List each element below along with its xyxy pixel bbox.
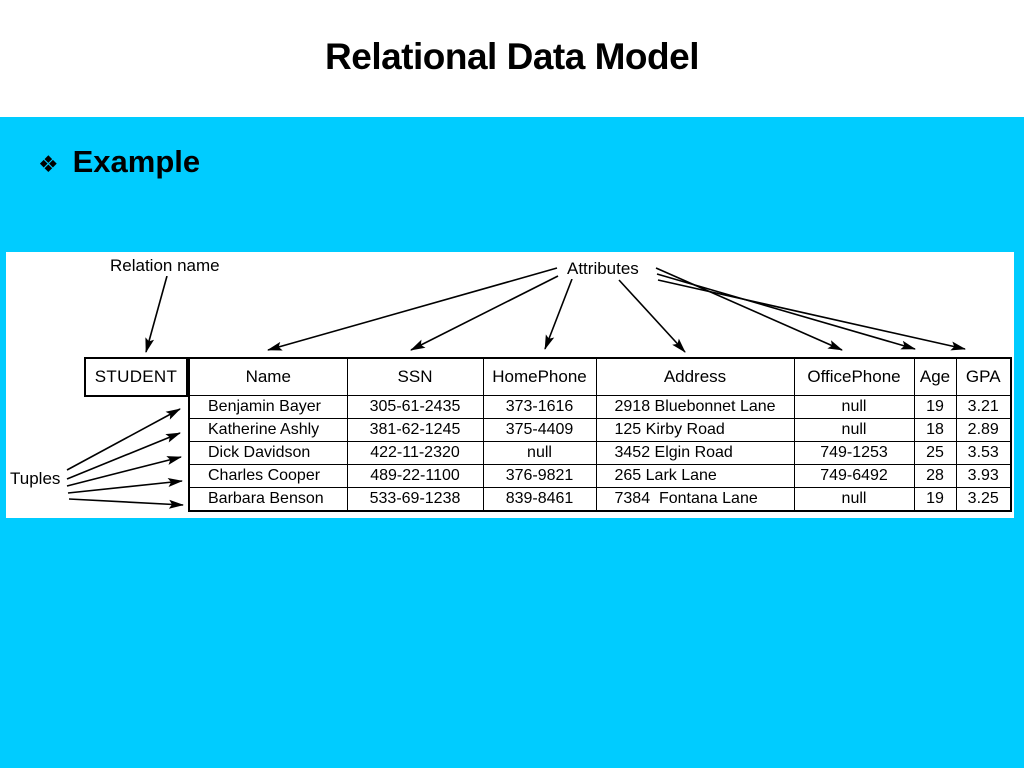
arrow-tuple-5: [68, 498, 184, 509]
table-cell: 265 Lark Lane: [595, 464, 795, 488]
slide-title: Relational Data Model: [325, 35, 699, 77]
table-cell: null: [793, 395, 915, 419]
table-cell: 19: [913, 395, 957, 419]
table-cell: null: [482, 441, 597, 465]
table-cell: 3.93: [955, 464, 1012, 488]
arrow-attributes-ssn: [410, 275, 559, 351]
arrow-tuple-3: [66, 456, 182, 487]
table-cell: 18: [913, 418, 957, 442]
header-cell: Name: [188, 357, 348, 396]
table-cell: 2918 Bluebonnet Lane: [595, 395, 795, 419]
arrow-attributes-name: [267, 267, 558, 351]
table-cell: Benjamin Bayer: [188, 395, 348, 419]
bullet-label: Example: [72, 144, 201, 179]
table-cell: 373-1616: [482, 395, 597, 419]
figure-panel: Relation name Attributes Tuples STUDENT …: [6, 252, 1014, 518]
table-cell: 19: [913, 487, 957, 512]
table-cell: 375-4409: [482, 418, 597, 442]
table-cell: 7384 Fontana Lane: [595, 487, 795, 512]
table-cell: 3.53: [955, 441, 1012, 465]
header-cell: HomePhone: [482, 357, 597, 396]
title-band: Relational Data Model: [0, 0, 1024, 117]
table-cell: Katherine Ashly: [188, 418, 348, 442]
table-cell: 28: [913, 464, 957, 488]
table-cell: 305-61-2435: [346, 395, 484, 419]
table-cell: 3452 Elgin Road: [595, 441, 795, 465]
table-cell: 125 Kirby Road: [595, 418, 795, 442]
table-cell: 381-62-1245: [346, 418, 484, 442]
arrow-attributes-gpa: [657, 279, 966, 351]
table-cell: 422-11-2320: [346, 441, 484, 465]
table-cell: null: [793, 418, 915, 442]
table-cell: 749-1253: [793, 441, 915, 465]
header-cell: SSN: [346, 357, 484, 396]
table-cell: 533-69-1238: [346, 487, 484, 512]
header-cell: Address: [595, 357, 795, 396]
table-cell: 2.89: [955, 418, 1012, 442]
table-cell: 3.25: [955, 487, 1012, 512]
relation-name-label: Relation name: [108, 256, 222, 276]
table-cell: 489-22-1100: [346, 464, 484, 488]
table-cell: 749-6492: [793, 464, 915, 488]
table-cell: 25: [913, 441, 957, 465]
table-cell: 376-9821: [482, 464, 597, 488]
arrow-tuple-4: [67, 477, 183, 494]
arrow-attributes-age: [656, 273, 916, 350]
attributes-label: Attributes: [565, 259, 641, 279]
figure-arrows: [66, 267, 966, 509]
table-cell: Barbara Benson: [188, 487, 348, 512]
table-cell: 839-8461: [482, 487, 597, 512]
arrow-attributes-address: [618, 279, 686, 353]
arrow-attributes-officephone: [655, 267, 843, 351]
arrow-relation-name: [145, 275, 168, 353]
header-cell: OfficePhone: [793, 357, 915, 396]
header-cell: Age: [913, 357, 957, 396]
table-cell: 3.21: [955, 395, 1012, 419]
table-cell: Charles Cooper: [188, 464, 348, 488]
bullet-item-example: ❖ Example: [38, 144, 200, 180]
header-cell: GPA: [955, 357, 1012, 396]
relation-name-cell: STUDENT: [84, 357, 188, 397]
arrow-attributes-homephone: [544, 278, 573, 350]
arrow-tuple-2: [66, 432, 181, 480]
diamond-bullet-icon: ❖: [38, 152, 59, 178]
tuples-label: Tuples: [8, 469, 63, 489]
table-cell: Dick Davidson: [188, 441, 348, 465]
arrow-tuple-1: [66, 408, 181, 471]
table-cell: null: [793, 487, 915, 512]
